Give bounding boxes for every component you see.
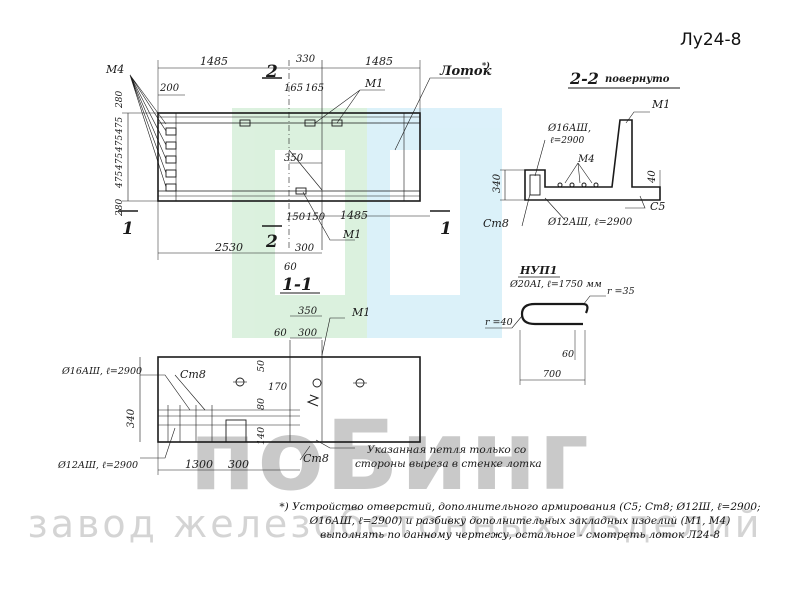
s11-dim-350: 350: [298, 306, 318, 317]
loop-spec: Ø20АI, ℓ=1750 мм: [509, 279, 602, 290]
s11-dim-80: 80: [256, 398, 267, 410]
label-tray-mark: *): [482, 60, 490, 70]
section-1-1-outline: [157, 356, 421, 443]
s22-label-c5: C5: [650, 200, 665, 213]
dim-60: 60: [284, 262, 297, 273]
s22-label-rebar16: Ø16АШ,: [547, 123, 591, 134]
s22-label-rebar12: Ø12АШ, ℓ=2900: [547, 217, 633, 228]
loop-shape: [520, 302, 589, 326]
s11-note-line2: стороны выреза в стенке лотка: [355, 458, 542, 470]
dim-left-5: 475: [115, 171, 125, 189]
plan-labels: M4 M1 Лоток *) M1 2 2 1 1: [105, 60, 492, 252]
dim-300: 300: [295, 243, 315, 254]
s11-dim-340: 340: [126, 408, 137, 428]
m1-item: [331, 119, 343, 127]
m4-item: [165, 141, 177, 150]
dim-165b: 165: [305, 83, 324, 94]
loop-title: НУП1: [519, 264, 557, 277]
s11-label-rebar16: Ø16АШ, ℓ=2900: [61, 366, 142, 377]
section-2-2: 2-2 повернуто M1 Ø16АШ, ℓ=2900 M4 C5 Ст8…: [483, 69, 680, 230]
dim-top-left: 1485: [200, 55, 228, 68]
section-2-2-note: повернуто: [605, 74, 670, 85]
dim-2530: 2530: [214, 241, 243, 254]
label-m1-top: M1: [364, 77, 383, 90]
m1-item: [295, 187, 307, 195]
s11-dim-60: 60: [274, 328, 287, 339]
dim-150b: 150: [306, 212, 326, 223]
s22-label-m4: M4: [577, 154, 595, 165]
dim-left-3: 475: [115, 135, 125, 153]
loop-dim-60: 60: [562, 349, 574, 360]
dim-200: 200: [159, 83, 180, 94]
dim-350: 350: [284, 153, 304, 164]
m4-item: [165, 183, 177, 192]
s11-dim-300: 300: [298, 328, 318, 339]
cut-1-right: 1: [440, 219, 452, 239]
m1-item: [239, 119, 251, 127]
label-m4: M4: [105, 63, 124, 76]
s22-label-m1: M1: [651, 98, 670, 111]
s22-dim-340: 340: [492, 173, 503, 193]
m4-item: [165, 127, 177, 136]
dim-150a: 150: [286, 212, 306, 223]
dim-left-1: 280: [115, 91, 125, 109]
dim-top-mid: 330: [296, 54, 316, 65]
dim-left-4: 475: [115, 153, 125, 171]
dim-left-6: 280: [115, 199, 125, 217]
drawing-code: Лу24-8: [680, 30, 742, 50]
s22-label-rebar16-len: ℓ=2900: [550, 136, 584, 146]
s11-dim-50: 50: [256, 360, 267, 372]
section-1-1: 1-1 M1 Ø16АШ, ℓ=2900 Ст8 Ø12АШ, ℓ=2900 С…: [57, 275, 542, 475]
s11-dim-300b: 300: [228, 458, 249, 471]
loop-r35: r =35: [607, 286, 635, 297]
section-2-2-title: 2-2: [569, 69, 599, 88]
loop-nup1: НУП1 Ø20АI, ℓ=1750 мм r =35 r =40 60 700: [485, 264, 635, 385]
s11-note-line1: Указанная петля только со: [367, 444, 526, 456]
s11-label-rebar12: Ø12АШ, ℓ=2900: [57, 460, 138, 471]
dim-1485-bottom: 1485: [340, 209, 368, 222]
cut-1-left: 1: [122, 219, 134, 239]
s22-label-st8: Ст8: [483, 217, 509, 230]
s11-dim-140: 140: [256, 427, 267, 445]
loop-r40: r =40: [485, 317, 513, 328]
cut-2-top: 2: [265, 62, 278, 82]
s11-label-st8-bottom: Ст8: [303, 452, 329, 465]
m4-item: [165, 169, 177, 178]
label-tray: Лоток: [439, 64, 492, 79]
s22-dim-40: 40: [647, 170, 658, 184]
dim-165a: 165: [284, 83, 303, 94]
section-1-1-title: 1-1: [282, 275, 313, 295]
watermark-logo-text: поБинг: [189, 400, 591, 512]
s11-label-m1: M1: [351, 306, 370, 319]
m4-item: [165, 155, 177, 164]
s11-dim-1300: 1300: [185, 458, 213, 471]
footnote: *) Устройство отверстий, дополнительного…: [279, 501, 761, 541]
s11-dim-170: 170: [268, 382, 288, 393]
label-m1-bottom: M1: [342, 228, 361, 241]
s11-label-st8-top: Ст8: [180, 368, 206, 381]
dim-left-2: 475: [115, 117, 125, 135]
dim-top-right: 1485: [365, 55, 393, 68]
plan-view: [118, 60, 470, 260]
watermark-logo: [232, 108, 502, 338]
watermark-subtitle: завод железобетонных изделий: [27, 502, 763, 546]
cut-2-bottom: 2: [265, 232, 278, 252]
plan-dimensions: 1485 330 1485 200 165 165 350 150 150 14…: [115, 54, 393, 273]
section-2-2-profile: [524, 119, 661, 201]
loop-dim-700: 700: [543, 369, 561, 380]
